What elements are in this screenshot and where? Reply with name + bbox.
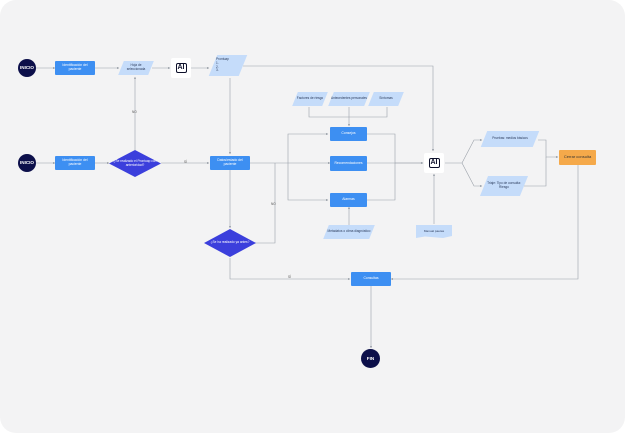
decision-realizado-label: ¿Se realizado el Prontuap con anteriorid… (113, 158, 157, 167)
data-sintomas-label: Síntomas (379, 96, 393, 101)
data-metadatos-label: Metadatos o clima diagnóstico (327, 229, 371, 234)
process-consultas[interactable]: Consultas (351, 272, 391, 286)
ai-icon: AI (428, 158, 440, 168)
start-node-1[interactable]: INICIO (18, 59, 36, 77)
data-antecedentes-label: Antecedentes personales (331, 96, 367, 101)
edge-label-no-1: NO (132, 110, 137, 114)
end-node[interactable]: FIN (361, 349, 380, 368)
process-identificacion-1[interactable]: Identificación del paciente (55, 61, 95, 75)
edge-label-no-2: NO (271, 202, 276, 206)
process-alarmas[interactable]: Alarmas (330, 193, 367, 207)
data-factores-riesgo-label: Factores de riesgo (296, 96, 324, 101)
ai-icon: AI (175, 63, 187, 73)
process-consejos[interactable]: Consejos (330, 127, 367, 141)
decision-realizado[interactable]: ¿Se realizado el Prontuap con anteriorid… (109, 150, 161, 177)
process-recomendaciones[interactable]: Recomendaciones (330, 156, 367, 171)
output-cerrar-consulta[interactable]: Cerrar consulta (559, 150, 596, 165)
data-prontuap-item-1: 1. (216, 60, 219, 65)
data-prontuap[interactable]: Prontuap 1. 2. 3. (213, 55, 243, 76)
data-factores-riesgo[interactable]: Factores de riesgo (295, 92, 325, 106)
data-antecedentes[interactable]: Antecedentes personales (331, 92, 367, 106)
data-pruebas[interactable]: Pruebas: medios básicos (484, 131, 536, 147)
ai-node-1[interactable]: AI (171, 58, 191, 78)
data-triaje-label: Triaje: Tipo de consulta: Riesgo (487, 181, 521, 189)
data-hoja-seleccionada[interactable]: Hoja de seleccionada (121, 61, 151, 75)
document-manual-pautas[interactable]: Manual pautas (416, 225, 452, 238)
data-triaje[interactable]: Triaje: Tipo de consulta: Riesgo (484, 176, 524, 196)
data-prontuap-label: Prontuap (216, 57, 229, 62)
data-sintomas[interactable]: Síntomas (371, 92, 401, 106)
edge-label-si-1: SÍ (184, 160, 188, 164)
data-hoja-seleccionada-label: Hoja de seleccionada (126, 63, 146, 71)
ai-node-2[interactable]: AI (424, 153, 444, 173)
process-datos-paciente[interactable]: Datos/estado del paciente (210, 156, 250, 170)
edge-label-si-2: SÍ (288, 275, 292, 279)
start-node-2[interactable]: INICIO (18, 154, 36, 172)
process-identificacion-2[interactable]: Identificación del paciente (55, 156, 95, 170)
data-pruebas-label: Pruebas: medios básicos (492, 136, 528, 141)
decision-realizado-antes[interactable]: ¿Se ha realizado ya antes? (204, 229, 256, 257)
data-prontuap-item-2: 2. (216, 64, 219, 69)
decision-realizado-antes-label: ¿Se ha realizado ya antes? (210, 240, 250, 245)
data-metadatos[interactable]: Metadatos o clima diagnóstico (326, 225, 372, 239)
connectors (36, 65, 579, 349)
data-prontuap-item-3: 3. (216, 68, 219, 73)
